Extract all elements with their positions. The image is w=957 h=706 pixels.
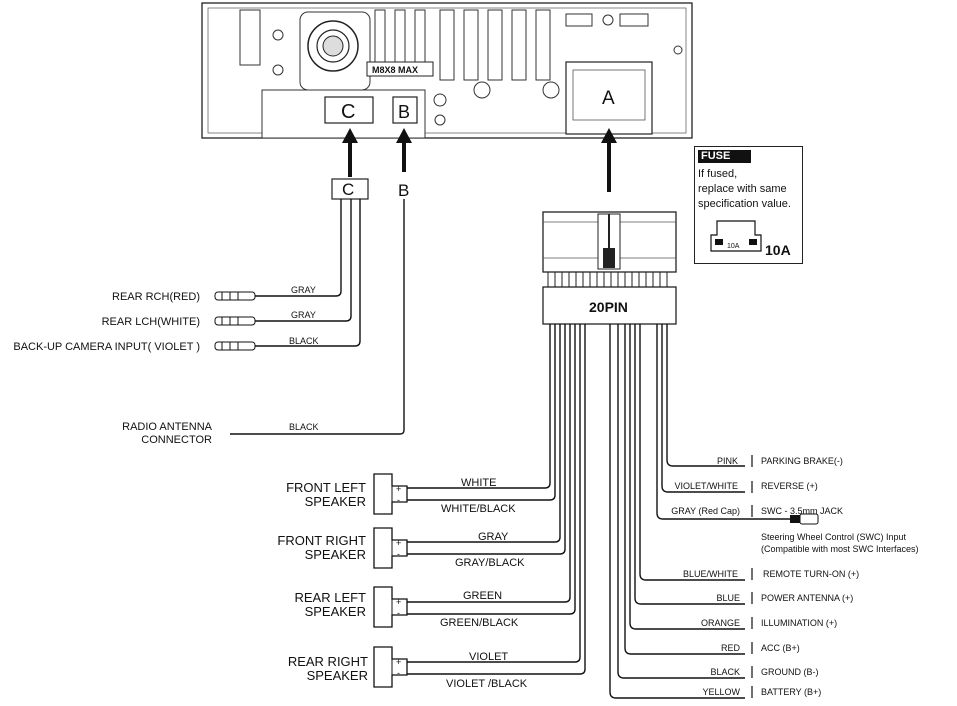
jack-3-5mm-icon <box>790 513 819 525</box>
speaker-icon <box>373 527 408 569</box>
wire-function-acc: ACC (B+) <box>761 643 800 653</box>
speaker-wires <box>407 324 586 675</box>
wire-color-black: BLACK <box>710 667 740 677</box>
mounting-screws <box>272 14 683 126</box>
fuse-icon: 10A <box>710 220 762 252</box>
connector-c: C <box>331 178 369 200</box>
speaker-wire-label: WHITE <box>461 477 496 489</box>
fuse-value: 10A <box>765 242 791 258</box>
wire-color-yellow: YELLOW <box>702 687 740 697</box>
swc-note-line1: Steering Wheel Control (SWC) Input <box>761 532 907 542</box>
speaker-wire-label: GREEN/BLACK <box>440 617 519 629</box>
speaker-label-rear-right-1: REAR RIGHT <box>288 654 368 669</box>
port-c-label: C <box>341 101 355 123</box>
speaker-label-rear-left-2: SPEAKER <box>305 604 366 619</box>
wire-function-remote-turn-on: REMOTE TURN-ON (+) <box>763 569 859 579</box>
wire-color-violet-white: VIOLET/WHITE <box>674 481 738 491</box>
speaker-label-front-right-1: FRONT RIGHT <box>277 533 366 548</box>
speaker-icon <box>373 646 408 688</box>
wire-function-battery: BATTERY (B+) <box>761 687 821 697</box>
arrowhead-b-icon <box>396 128 412 143</box>
speaker-front-right: + - <box>373 527 408 569</box>
connection-arrows <box>342 128 617 192</box>
speaker-plus: + <box>396 484 401 494</box>
rca-plug-icon <box>214 291 256 301</box>
speaker-icon <box>373 473 408 515</box>
wire-function-ground: GROUND (B-) <box>761 667 819 677</box>
arrowhead-a-icon <box>601 128 617 143</box>
connector-b-label: B <box>398 181 409 200</box>
wire-function-power-antenna: POWER ANTENNA (+) <box>761 593 853 603</box>
wire-function-illumination: ILLUMINATION (+) <box>761 618 837 628</box>
speaker-minus: - <box>397 549 400 559</box>
model-plate <box>366 61 434 77</box>
speaker-label-front-left-1: FRONT LEFT <box>286 480 366 495</box>
rca-label-rear-rch: REAR RCH(RED) <box>112 291 200 303</box>
speaker-label-front-left-2: SPEAKER <box>305 494 366 509</box>
speaker-label-rear-left-1: REAR LEFT <box>294 590 366 605</box>
fuse-line2: replace with same <box>698 183 787 195</box>
speaker-label-front-right-2: SPEAKER <box>305 547 366 562</box>
rca-plug-icon <box>214 316 256 326</box>
fuse-info-box: FUSE If fused, replace with same specifi… <box>694 146 803 264</box>
port-a-label: A <box>602 88 615 109</box>
fuse-line3: specification value. <box>698 198 791 210</box>
heatsink-fins <box>239 9 649 81</box>
speaker-rear-right: + - <box>373 646 408 688</box>
wire-color-blue: BLUE <box>716 593 740 603</box>
wire-function-parking-brake: PARKING BRAKE(-) <box>761 456 843 466</box>
wire-color-blue-white: BLUE/WHITE <box>683 569 738 579</box>
speaker-wire-label: GRAY <box>478 531 509 543</box>
speaker-plus: + <box>396 657 401 667</box>
speaker-minus: - <box>397 608 400 618</box>
wire-color-pink: PINK <box>717 456 738 466</box>
speaker-icon <box>373 586 408 628</box>
model-label: M8X8 MAX <box>372 65 418 75</box>
fuse-line1: If fused, <box>698 168 738 180</box>
swc-note-line2: (Compatible with most SWC Interfaces) <box>761 544 919 554</box>
head-unit-back-panel: M8X8 MAX C B A <box>201 2 693 139</box>
antenna-label-line1: RADIO ANTENNA <box>122 421 213 433</box>
speaker-plus: + <box>396 597 401 607</box>
harness-label: 20PIN <box>589 299 628 315</box>
wire-color-gray: GRAY (Red Cap) <box>671 506 740 516</box>
speaker-wire-label: VIOLET <box>469 651 508 663</box>
function-wires <box>609 324 790 699</box>
port-a <box>565 61 653 135</box>
port-b <box>392 96 418 124</box>
rca-plug-icon <box>214 341 256 351</box>
port-b-label: B <box>398 102 410 122</box>
fuse-text: If fused, replace with same specificatio… <box>698 167 800 212</box>
rca-wire-label: GRAY <box>291 310 316 320</box>
speaker-wire-label: VIOLET /BLACK <box>446 678 528 690</box>
rca-cables <box>230 199 405 435</box>
speaker-label-rear-right-2: SPEAKER <box>307 668 368 683</box>
speaker-plus: + <box>396 538 401 548</box>
antenna-wire-label: BLACK <box>289 422 319 432</box>
fuse-mark: 10A <box>727 243 740 250</box>
wire-function-reverse: REVERSE (+) <box>761 481 818 491</box>
wire-color-red: RED <box>721 643 741 653</box>
speaker-wire-label: GREEN <box>463 590 502 602</box>
port-c <box>324 96 374 124</box>
speaker-front-left: + - <box>373 473 408 515</box>
arrowhead-c-icon <box>342 128 358 143</box>
speaker-minus: - <box>397 495 400 505</box>
wire-color-orange: ORANGE <box>701 618 740 628</box>
rca-wire-label: BLACK <box>289 336 319 346</box>
speaker-wire-label: GRAY/BLACK <box>455 557 525 569</box>
antenna-label-line2: CONNECTOR <box>141 434 212 446</box>
connector-c-label: C <box>342 180 354 199</box>
harness-connector: 20PIN <box>542 211 677 325</box>
rca-label-camera: BACK-UP CAMERA INPUT( VIOLET ) <box>13 341 200 353</box>
rca-wire-label: GRAY <box>291 285 316 295</box>
rca-label-rear-lch: REAR LCH(WHITE) <box>102 316 200 328</box>
speaker-rear-left: + - <box>373 586 408 628</box>
fan-icon <box>299 11 371 91</box>
wire-function-swc-jack: SWC - 3.5mm JACK <box>761 506 843 516</box>
speaker-wire-label: WHITE/BLACK <box>441 503 516 515</box>
speaker-minus: - <box>397 668 400 678</box>
fuse-title: FUSE <box>698 150 751 163</box>
